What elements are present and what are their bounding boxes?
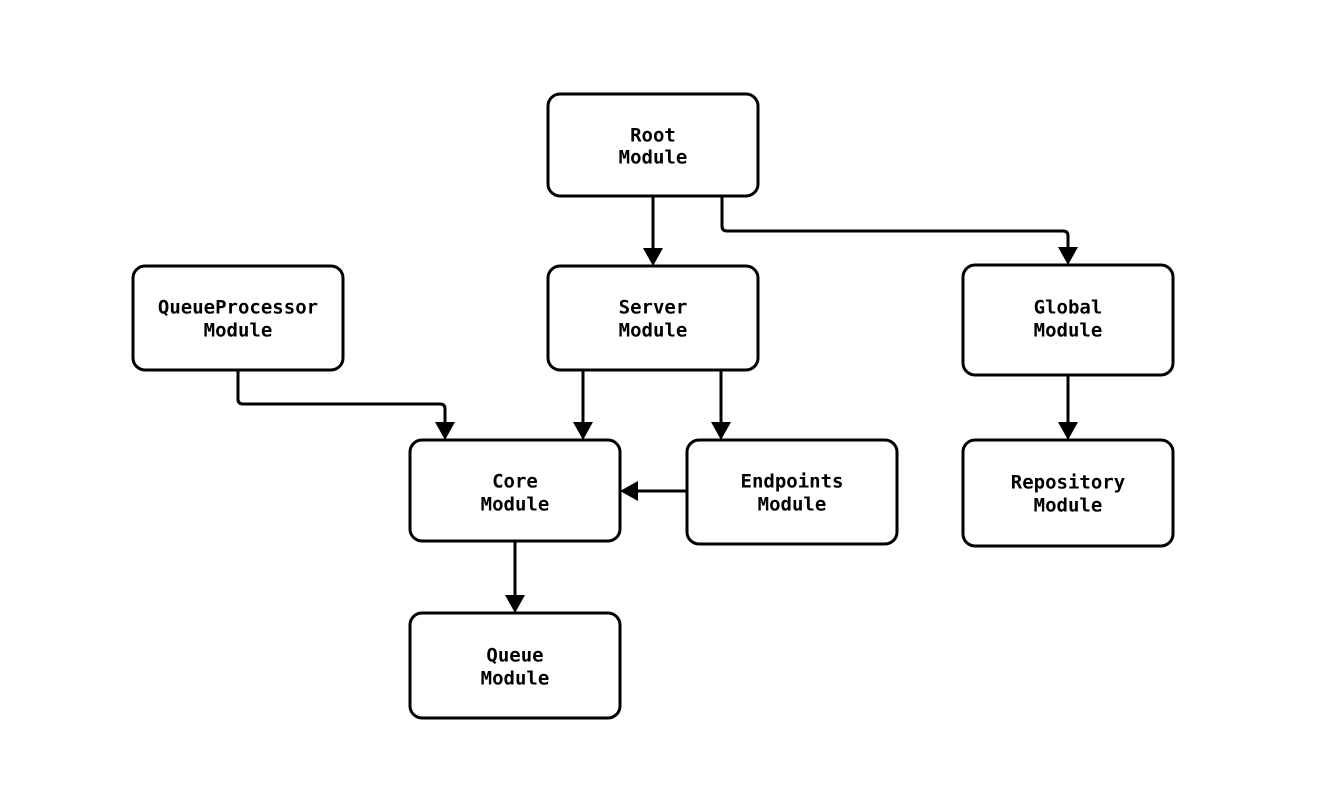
node-global-module[interactable]: Global Module — [961, 263, 1175, 377]
node-endpoints-module[interactable]: Endpoints Module — [685, 438, 899, 546]
node-repository-module[interactable]: Repository Module — [961, 438, 1175, 548]
node-queueprocessor-module-label-line2: Module — [204, 320, 273, 342]
node-queueprocessor-module-box[interactable] — [131, 264, 345, 372]
edge-queueprocessor-to-core-arrowhead — [435, 422, 455, 440]
node-repository-module-label-line2: Module — [1034, 495, 1103, 517]
edge-root-to-server — [643, 196, 663, 266]
edge-server-to-core-arrowhead — [573, 422, 593, 440]
edge-root-to-server-arrowhead — [643, 248, 663, 266]
edge-core-to-queue-arrowhead — [505, 595, 525, 613]
node-root-module-label-line1: Root — [630, 125, 676, 147]
node-queueprocessor-module[interactable]: QueueProcessor Module — [131, 264, 345, 372]
node-core-module[interactable]: Core Module — [408, 438, 622, 543]
edge-server-to-endpoints-arrowhead — [711, 422, 731, 440]
node-core-module-label-line1: Core — [492, 471, 538, 493]
node-endpoints-module-label-line1: Endpoints — [741, 471, 844, 493]
edge-core-to-queue — [505, 541, 525, 613]
node-endpoints-module-box[interactable] — [685, 438, 899, 546]
node-core-module-label-line2: Module — [481, 494, 550, 516]
node-root-module-label-line2: Module — [619, 147, 688, 169]
edge-endpoints-to-core-arrowhead — [620, 481, 638, 501]
node-server-module-label-line1: Server — [619, 297, 688, 319]
node-root-module[interactable]: Root Module — [546, 92, 760, 198]
node-server-module-box[interactable] — [546, 264, 760, 372]
node-global-module-label-line1: Global — [1034, 297, 1103, 319]
node-repository-module-label-line1: Repository — [1011, 472, 1125, 494]
node-queue-module-label-line2: Module — [481, 668, 550, 690]
edge-server-to-core — [573, 370, 593, 440]
nodes-layer: Root Module QueueProcessor Module Server… — [131, 92, 1175, 720]
edge-queueprocessor-to-core — [236, 370, 455, 440]
node-root-module-box[interactable] — [546, 92, 760, 198]
node-global-module-label-line2: Module — [1034, 320, 1103, 342]
edge-root-to-global-line — [720, 196, 1070, 249]
node-endpoints-module-label-line2: Module — [758, 494, 827, 516]
node-repository-module-box[interactable] — [961, 438, 1175, 548]
node-queue-module-box[interactable] — [408, 611, 622, 720]
node-queue-module-label-line1: Queue — [486, 645, 543, 667]
node-queueprocessor-module-label-line1: QueueProcessor — [158, 297, 318, 319]
edge-global-to-repository-arrowhead — [1058, 422, 1078, 440]
node-global-module-box[interactable] — [961, 263, 1175, 377]
edge-root-to-global — [720, 196, 1078, 265]
edge-endpoints-to-core — [620, 481, 687, 501]
node-server-module-label-line2: Module — [619, 320, 688, 342]
edges-layer — [236, 196, 1078, 613]
edge-server-to-endpoints — [711, 370, 731, 440]
node-server-module[interactable]: Server Module — [546, 264, 760, 372]
edge-global-to-repository — [1058, 375, 1078, 440]
edge-queueprocessor-to-core-line — [236, 370, 447, 424]
edge-root-to-global-arrowhead — [1058, 247, 1078, 265]
node-core-module-box[interactable] — [408, 438, 622, 543]
node-queue-module[interactable]: Queue Module — [408, 611, 622, 720]
